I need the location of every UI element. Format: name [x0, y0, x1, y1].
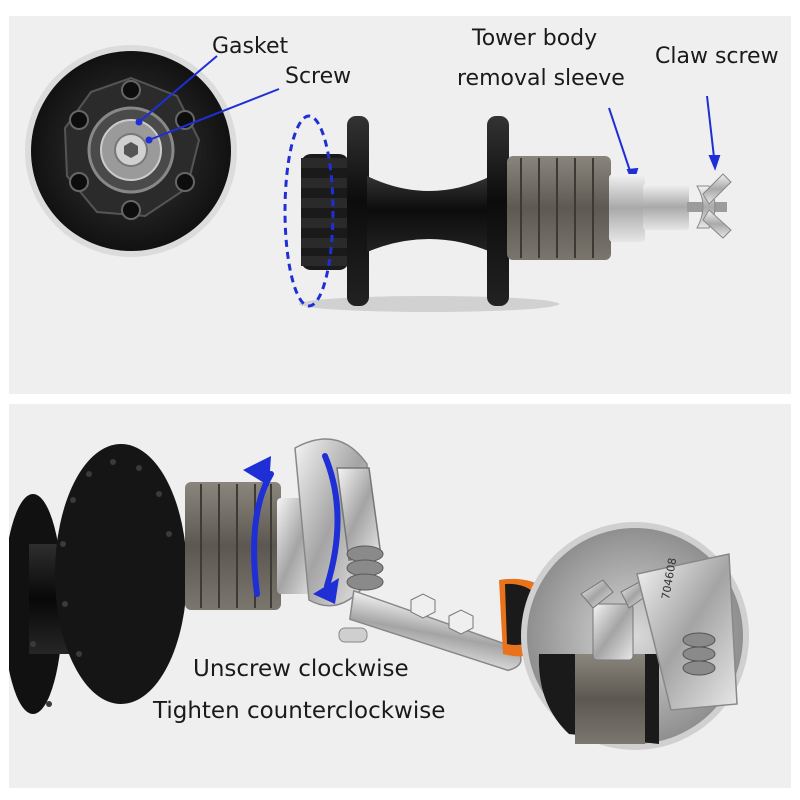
label-screw: Screw: [285, 64, 352, 89]
instruction-unscrew: Unscrew clockwise: [193, 656, 409, 682]
label-removal-sleeve: removal sleeve: [457, 66, 625, 91]
hub-parts-illustration: [25, 45, 732, 312]
hub-shell: [9, 444, 187, 714]
label-tower-body: Tower body: [472, 26, 598, 51]
hub-body: [299, 116, 732, 312]
dashed-ellipse-marker: [283, 114, 335, 308]
label-gasket: Gasket: [212, 34, 289, 59]
bottom-panel: 704608 Unscrew clockwise Tighten counter…: [9, 404, 791, 788]
rotation-arrowheads: [243, 456, 339, 604]
instruction-tighten: Tighten counterclockwise: [153, 698, 446, 724]
wrench-usage-illustration: 704608: [9, 438, 749, 750]
wrench-detail-closeup: 704608: [521, 522, 749, 750]
hub-detail-closeup: [25, 45, 237, 257]
top-panel: Gasket Screw Tower body removal sleeve C…: [9, 16, 791, 394]
freehub-body: [185, 482, 317, 610]
label-claw-screw: Claw screw: [655, 44, 779, 69]
